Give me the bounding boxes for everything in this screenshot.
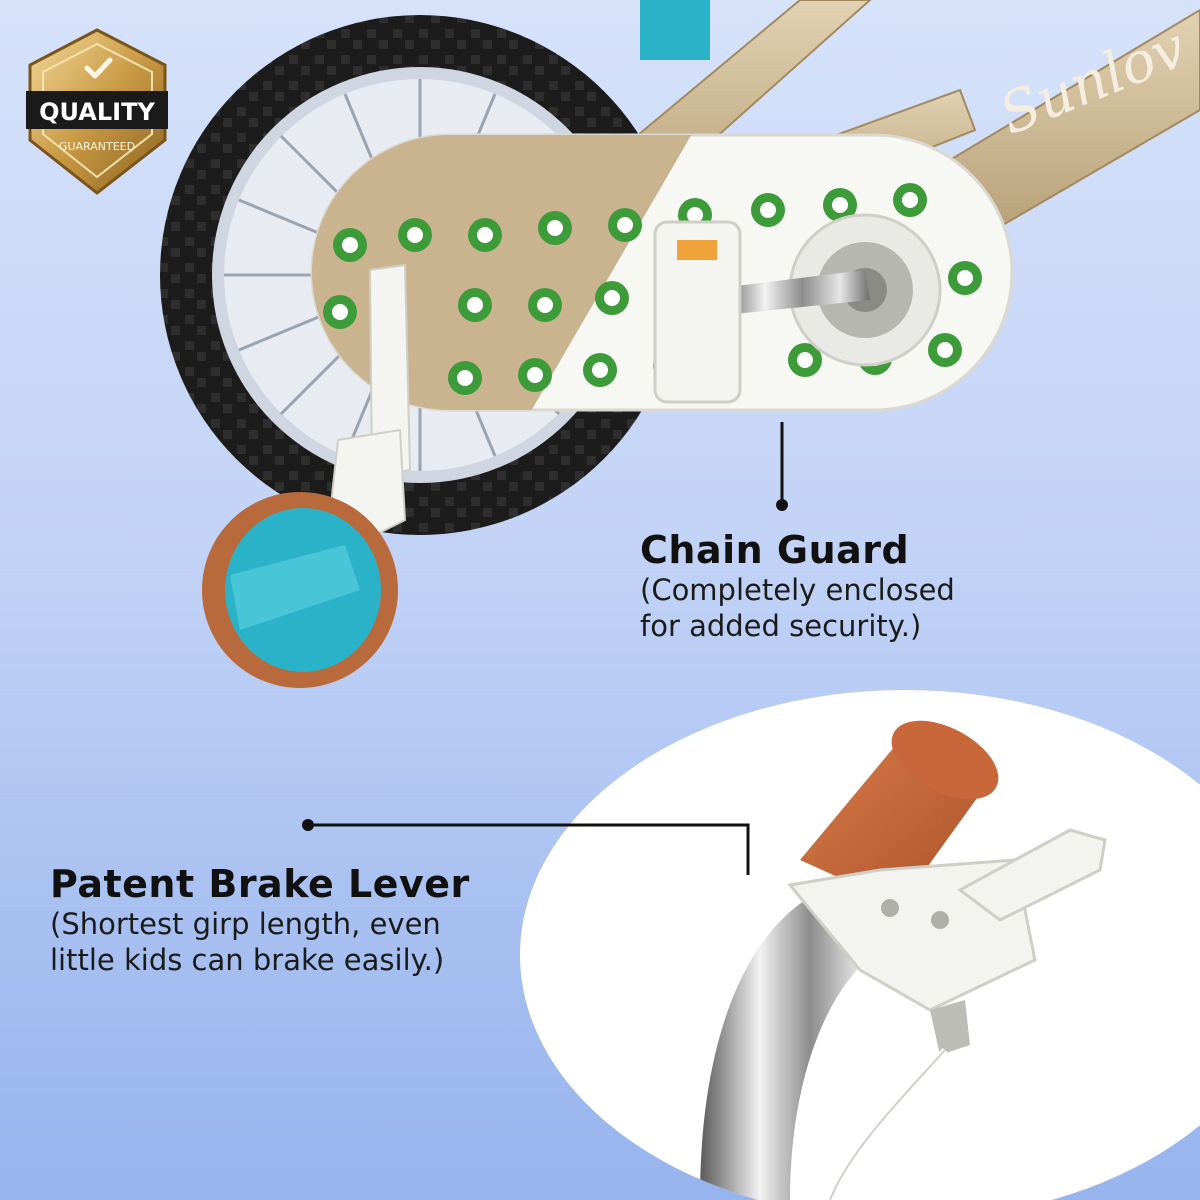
chain-guard-description: (Completely enclosed for added security.… (640, 572, 1060, 644)
brake-lever-handle (957, 828, 1107, 922)
brake-lever-title: Patent Brake Lever (50, 862, 470, 906)
crank-arm (720, 270, 870, 315)
chain-guard-leader (776, 422, 788, 511)
brake-lever-inset (520, 690, 1200, 1200)
mudguard (640, 0, 710, 60)
badge-title: QUALITY (39, 98, 155, 126)
chain-guard-description-line: (Completely enclosed (640, 573, 955, 607)
chain-guard-title: Chain Guard (640, 528, 910, 572)
training-wheel (202, 263, 412, 688)
quality-badge: QUALITY GUARANTEED (26, 28, 168, 195)
brake-lever-description-line: little kids can brake easily.) (50, 943, 445, 977)
checkmark-icon (84, 57, 113, 79)
brake-lever-description: (Shortest girp length, even little kids … (50, 906, 530, 978)
brake-lever-leader (302, 819, 750, 875)
pedal (653, 220, 742, 404)
chain-guard-description-line: for added security.) (640, 609, 922, 643)
brake-lever-description-line: (Shortest girp length, even (50, 907, 441, 941)
badge-subtitle: GUARANTEED (59, 140, 135, 153)
